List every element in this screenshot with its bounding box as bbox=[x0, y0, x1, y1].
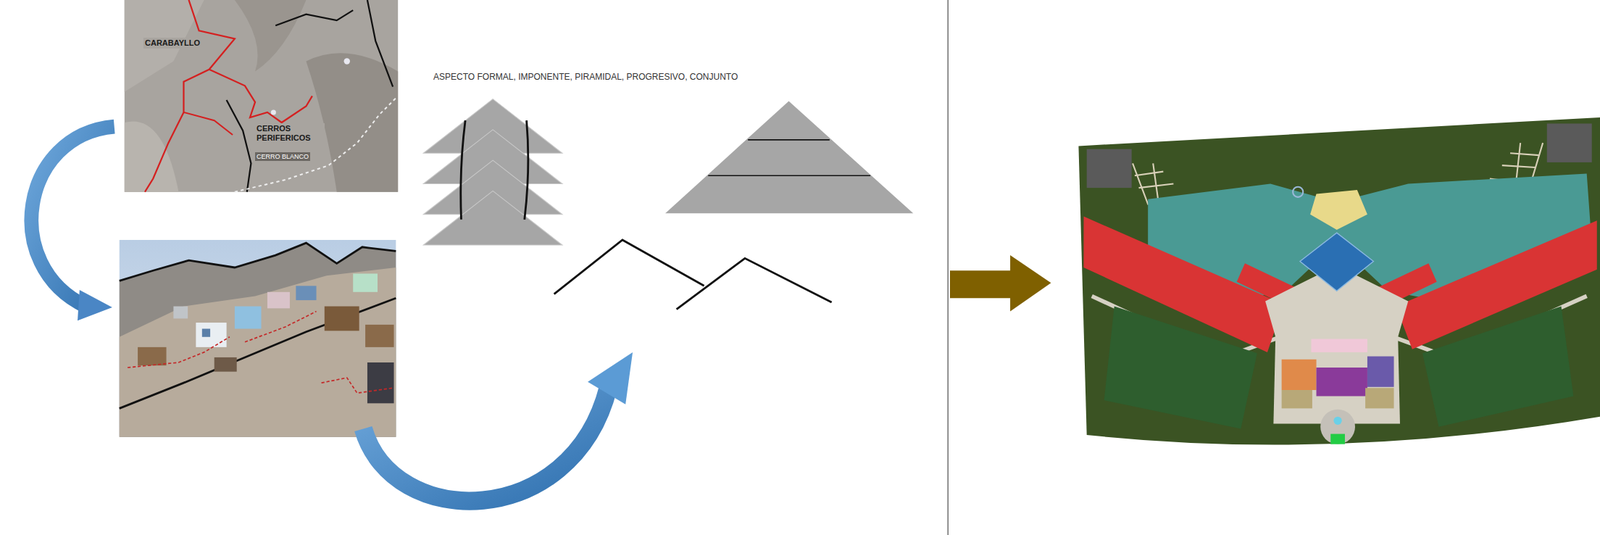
block-arrow bbox=[950, 255, 1051, 311]
pyramid bbox=[665, 100, 914, 214]
satellite-map bbox=[124, 0, 398, 193]
site-plan bbox=[1078, 117, 1600, 445]
stacked-triangles bbox=[423, 99, 563, 245]
map-label: CERROS PERIFERICOS bbox=[255, 123, 325, 143]
hillside-photo bbox=[119, 239, 397, 437]
concept-note: ASPECTO FORMAL, IMPONENTE, PIRAMIDAL, PR… bbox=[433, 72, 738, 83]
map-label: CARABAYLLO bbox=[143, 37, 202, 49]
divider bbox=[947, 0, 949, 535]
curved-arrow bbox=[31, 126, 114, 322]
curved-arrow bbox=[363, 352, 633, 501]
map-label: CERRO BLANCO bbox=[255, 152, 311, 161]
zigzag-lines bbox=[554, 239, 832, 310]
